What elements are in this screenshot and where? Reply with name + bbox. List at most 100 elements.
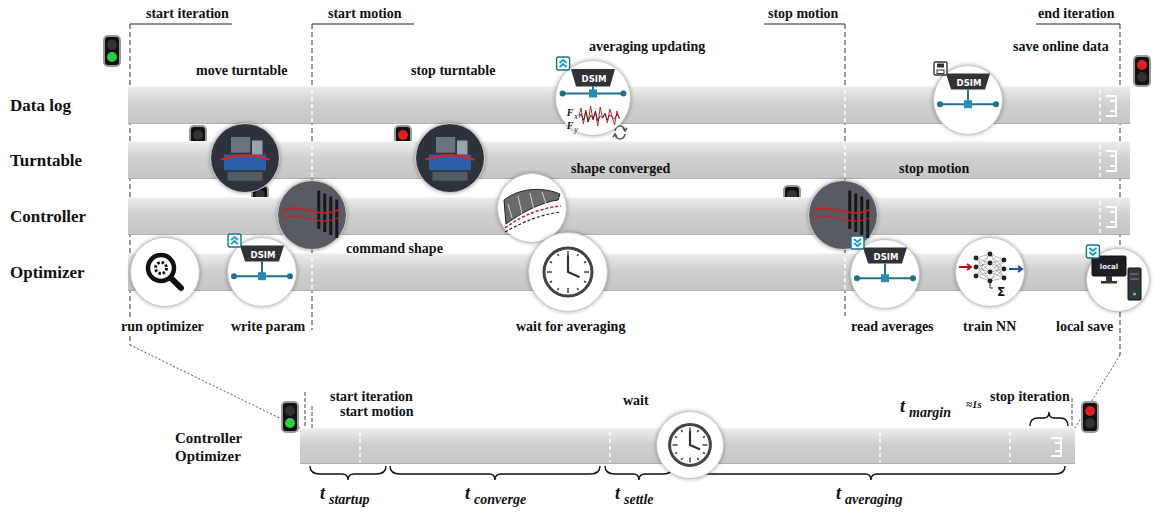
step-label: wait (623, 393, 649, 409)
transfer-badge (1086, 245, 1099, 258)
icon-text: Σ (997, 285, 1005, 299)
timing-label: start motion (328, 6, 402, 22)
lamp (1137, 72, 1147, 82)
lane-label: Data log (10, 96, 71, 116)
icon-part (560, 60, 567, 67)
timing-label: t (465, 483, 470, 504)
icon-part (231, 137, 250, 153)
icon-part (547, 271, 552, 273)
step-circle: train NNΣ (955, 237, 1025, 307)
event-line (130, 24, 131, 345)
force-signal (579, 111, 619, 122)
icon-part (881, 274, 889, 282)
icon-part (426, 155, 475, 159)
icon-part (1051, 438, 1061, 456)
step-icon (1086, 248, 1150, 312)
icon-part (689, 432, 691, 445)
zoom-line (130, 345, 300, 428)
icon-part (1099, 145, 1101, 177)
light-box (104, 36, 120, 66)
step-circle: stop motion (808, 180, 878, 250)
step-label: wait for averaging (516, 319, 625, 335)
icon-part (848, 191, 851, 230)
icon-text: DSIM (251, 250, 276, 260)
icon-part (879, 432, 881, 462)
icon-part (252, 141, 263, 155)
icon-part (1089, 248, 1096, 255)
icon-part (505, 212, 561, 232)
step-label: run optimizer (119, 319, 206, 335)
zoom-lines (130, 345, 1120, 428)
icon-part (1101, 281, 1117, 284)
icon-part (974, 274, 979, 279)
icon-part (681, 430, 682, 432)
icon-part (609, 432, 611, 462)
step-label: train NN (963, 319, 1016, 335)
input-arrow (959, 264, 971, 270)
step-circle: averaging updatingDSIMFxFy (555, 60, 631, 136)
lamp (107, 52, 117, 62)
icon-part (990, 281, 993, 288)
icon-part (1002, 267, 1007, 272)
icon-part (317, 191, 320, 230)
icon-text: Optimizer (175, 448, 241, 465)
traffic-light (282, 402, 298, 432)
tick (1072, 398, 1073, 428)
step-icon (528, 232, 608, 312)
icon-text: y (574, 125, 578, 134)
icon-part (990, 269, 1004, 281)
icon-part (974, 265, 979, 270)
transfer-badge (851, 236, 864, 249)
lane-label: Turntable (10, 151, 82, 171)
icon-text: x (574, 112, 578, 121)
icon-text: local (1100, 263, 1118, 271)
step-circle: local savelocal (1086, 248, 1150, 312)
traffic-light (1082, 402, 1098, 432)
icon-part (813, 208, 871, 213)
timing-label: t (320, 483, 325, 504)
photo (416, 124, 484, 192)
lamp (107, 40, 117, 50)
icon-part (311, 90, 313, 122)
icon-part (844, 257, 846, 289)
dsim-block (240, 245, 284, 261)
icon-part (433, 172, 468, 181)
dsim-block (863, 247, 907, 263)
icon-part (577, 288, 578, 290)
lamp (285, 418, 295, 428)
traffic-lights (104, 36, 1150, 432)
icon-part (558, 288, 559, 290)
icon-part (689, 457, 691, 462)
icon-part (976, 258, 990, 281)
step-label: averaging updating (589, 39, 705, 55)
step-icon (955, 237, 1025, 307)
icon-part (258, 272, 266, 280)
icon-part (697, 430, 698, 432)
lane-label: Controller (10, 207, 86, 227)
icon-part (231, 273, 237, 279)
icon-part (988, 252, 993, 257)
transfer-badge (228, 234, 241, 247)
timing-label: start iteration (146, 6, 229, 22)
step-label: save online data (1013, 39, 1109, 55)
lamp (1137, 60, 1147, 70)
step-circle: wait (656, 411, 724, 479)
icon-part (1099, 90, 1101, 122)
icon-part (681, 458, 682, 460)
step-circle: save online dataDSIM (933, 65, 1003, 135)
clock (544, 248, 592, 296)
step-circle: read averagesDSIM (850, 239, 920, 309)
icon-part (964, 100, 972, 108)
transfer-badge (557, 57, 570, 70)
underline (130, 24, 232, 25)
icon-part (860, 197, 863, 236)
step-label: shape converged (571, 161, 670, 177)
lamp (1085, 406, 1095, 416)
step-icon (656, 411, 724, 479)
header-underlines (130, 24, 1120, 25)
step-circle: write paramDSIM (227, 237, 297, 307)
icon-part (1002, 258, 1007, 263)
tick (312, 406, 313, 428)
icon-text: F (567, 120, 574, 131)
icon-part (976, 263, 990, 276)
